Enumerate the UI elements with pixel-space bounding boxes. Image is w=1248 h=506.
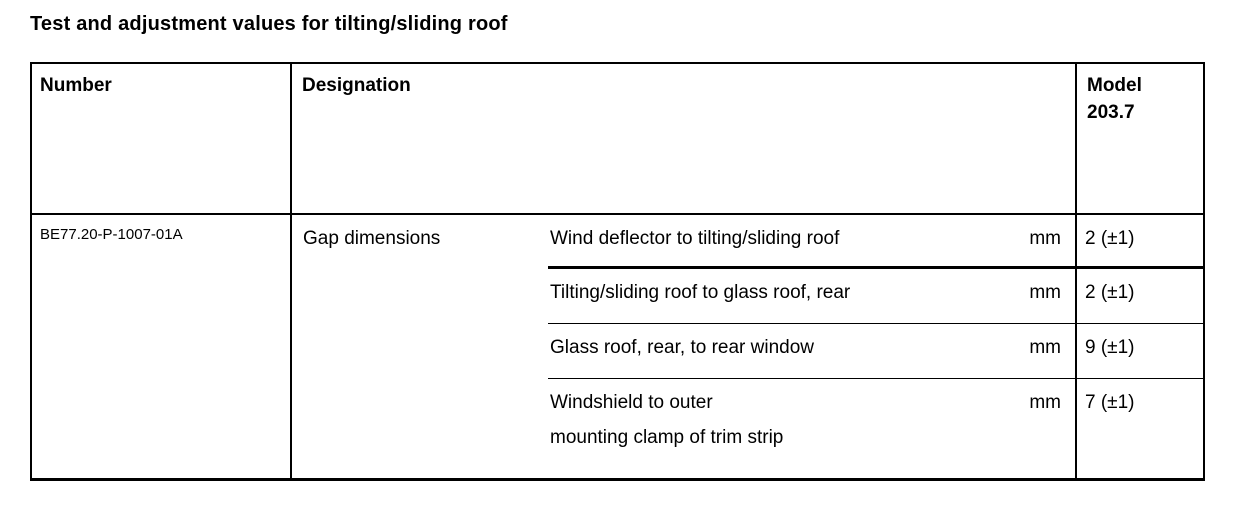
measurement-value: 2 (±1) — [1085, 228, 1135, 249]
measurement-desc-cell: Glass roof, rear, to rear window mm — [548, 324, 1077, 378]
measurement-desc-cell: Wind deflector to tilting/sliding roof m… — [548, 215, 1077, 266]
cell-number-code: BE77.20-P-1007-01A — [32, 215, 292, 478]
column-header-number: Number — [32, 64, 292, 213]
measurement-description: Windshield to outer mounting clamp of tr… — [550, 392, 784, 448]
measurement-row: Wind deflector to tilting/sliding roof m… — [548, 215, 1203, 269]
measurement-unit: mm — [1029, 392, 1061, 413]
measurement-description: Tilting/sliding roof to glass roof, rear — [550, 282, 851, 303]
measurement-value: 7 (±1) — [1085, 392, 1135, 413]
measurement-unit: mm — [1029, 337, 1061, 358]
measurement-row: Windshield to outer mounting clamp of tr… — [548, 379, 1203, 478]
cell-designation-group: Gap dimensions — [303, 228, 441, 249]
measurements-grid: Wind deflector to tilting/sliding roof m… — [548, 215, 1203, 478]
measurement-desc-cell: Windshield to outer mounting clamp of tr… — [548, 379, 1077, 478]
measurement-value: 2 (±1) — [1085, 282, 1135, 303]
measurement-unit: mm — [1029, 228, 1061, 249]
measurement-unit: mm — [1029, 282, 1061, 303]
column-header-model: Model 203.7 — [1087, 75, 1142, 123]
measurement-desc-cell: Tilting/sliding roof to glass roof, rear… — [548, 269, 1077, 323]
page-title: Test and adjustment values for tilting/s… — [30, 13, 508, 35]
measurement-description: Wind deflector to tilting/sliding roof — [550, 228, 840, 249]
measurement-row: Tilting/sliding roof to glass roof, rear… — [548, 269, 1203, 324]
table-body-row: BE77.20-P-1007-01A Gap dimensions Wind d… — [32, 215, 1203, 478]
table-header-row: Number Designation Model 203.7 — [32, 64, 1203, 215]
column-header-designation: Designation — [292, 64, 1077, 213]
test-adjustment-values-table: Number Designation Model 203.7 BE77.20-P… — [30, 62, 1205, 481]
measurement-description: Glass roof, rear, to rear window — [550, 337, 814, 358]
measurement-row: Glass roof, rear, to rear window mm 9 (±… — [548, 324, 1203, 379]
measurement-value: 9 (±1) — [1085, 337, 1135, 358]
